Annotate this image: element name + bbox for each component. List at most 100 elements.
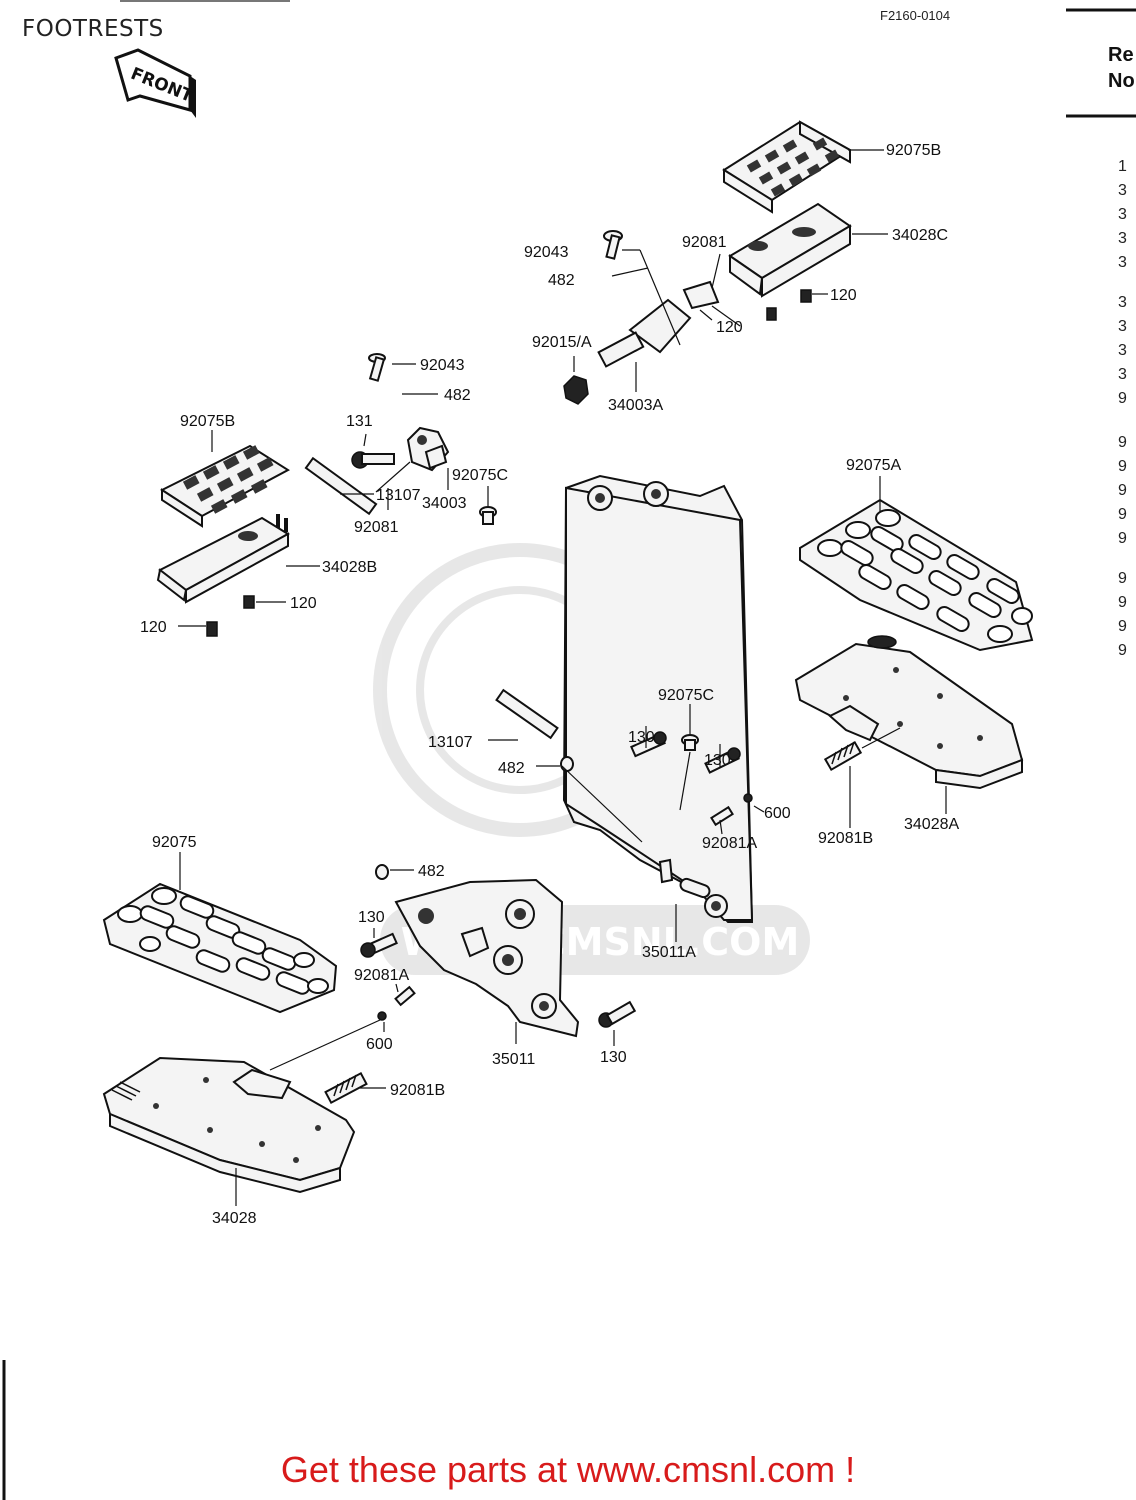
bolt-120-top-a <box>800 289 812 303</box>
callout-131: 131 <box>346 413 373 430</box>
cmsnl-parts-link[interactable]: Get these parts at www.cmsnl.com ! <box>280 1449 856 1490</box>
ref-no-row: 3 <box>1118 294 1127 311</box>
callout-92081A-left: 92081A <box>354 967 409 984</box>
front-arrow-icon: FRONT <box>114 48 196 118</box>
bolt-130-left-b <box>598 1000 637 1028</box>
callout-92075B-top: 92075B <box>886 142 941 159</box>
callout-34003: 34003 <box>422 495 467 512</box>
ref-no-row: 3 <box>1118 318 1127 335</box>
ref-no-row: 3 <box>1118 366 1127 383</box>
bolt-131 <box>351 451 395 469</box>
callout-130-d: 130 <box>600 1049 627 1066</box>
callout-92043-top: 92043 <box>524 244 569 261</box>
bracket-35011A <box>562 474 754 923</box>
pin-92043-top <box>603 230 623 260</box>
callout-92081-mid: 92081 <box>354 519 399 536</box>
ref-no-row: 9 <box>1118 482 1127 499</box>
callout-130-a: 130 <box>628 729 655 746</box>
callout-34003A: 34003A <box>608 397 663 414</box>
floorboard-34028 <box>102 1056 356 1194</box>
callout-120-c: 120 <box>290 595 317 612</box>
pin-600-left <box>377 1011 387 1021</box>
pin-92043-mid <box>368 353 386 382</box>
washer-482-right <box>560 756 574 772</box>
callout-120-b: 120 <box>716 319 743 336</box>
callout-130-b: 130 <box>704 752 731 769</box>
callout-35011: 35011 <box>492 1051 535 1068</box>
callout-600-right: 600 <box>764 805 791 822</box>
ref-no-row: 3 <box>1118 254 1127 271</box>
ref-no-row: 9 <box>1118 618 1127 635</box>
callout-92081-top: 92081 <box>682 234 727 251</box>
callout-34028B: 34028B <box>322 559 377 576</box>
spring-92081A-left <box>394 985 416 1007</box>
callout-482-right: 482 <box>498 760 525 777</box>
ref-no-row: 9 <box>1118 390 1127 407</box>
bracket-34003 <box>406 426 450 472</box>
callout-92015A: 92015/A <box>532 334 592 351</box>
callout-92075A: 92075A <box>846 457 901 474</box>
pin-600-right <box>743 793 753 803</box>
figure-code: F2160-0104 <box>880 8 951 23</box>
ref-no-row: 9 <box>1118 458 1127 475</box>
ref-no-row: 9 <box>1118 434 1127 451</box>
callout-92075: 92075 <box>152 834 197 851</box>
cap-92075C-right <box>681 734 699 751</box>
callout-92075C-right: 92075C <box>658 687 714 704</box>
callout-92081A-right: 92081A <box>702 835 757 852</box>
rubber-pad-92075B-top <box>722 120 852 214</box>
ref-no-row: 3 <box>1118 182 1127 199</box>
ref-no-row: 3 <box>1118 342 1127 359</box>
callout-13107-right: 13107 <box>428 734 473 751</box>
callout-482-left: 482 <box>418 863 445 880</box>
callout-92075C-left: 92075C <box>452 467 508 484</box>
callout-120-d: 120 <box>140 619 167 636</box>
ref-no-row: 9 <box>1118 530 1127 547</box>
bolt-130-left-a <box>360 932 398 958</box>
spring-92081A-right <box>710 805 734 827</box>
ref-no-row: 3 <box>1118 206 1127 223</box>
bolt-130-right-b <box>704 747 741 774</box>
ref-no-row: 1 <box>1118 158 1127 175</box>
bracket-35011 <box>394 878 580 1038</box>
pin-13107-right <box>495 688 559 740</box>
callout-92043-mid: 92043 <box>420 357 465 374</box>
ref-no-column-header: Re No <box>1108 42 1135 94</box>
ref-no-row: 9 <box>1118 570 1127 587</box>
floorboard-pad-92075A <box>799 498 1034 652</box>
callout-130-c: 130 <box>358 909 385 926</box>
callout-92075B-left: 92075B <box>180 413 235 430</box>
nut-92015A <box>563 375 589 405</box>
cap-92075C-left <box>479 506 497 525</box>
bolt-120-left-a <box>243 595 255 609</box>
bolt-120-left-b <box>206 621 218 637</box>
washer-482-left <box>375 864 389 880</box>
ref-no-row: 3 <box>1118 230 1127 247</box>
spring-92081B-right <box>823 740 863 772</box>
callout-13107-left: 13107 <box>376 487 421 504</box>
spring-92081B-left <box>324 1071 368 1105</box>
bracket-34003A <box>597 280 720 368</box>
callout-482-top: 482 <box>548 272 575 289</box>
callout-35011A: 35011A <box>642 944 696 961</box>
bolt-130-right-a <box>630 731 667 758</box>
callout-482-mid: 482 <box>444 387 471 404</box>
rubber-pad-92075B-left <box>159 444 290 528</box>
part-callouts: 92075B 34028C 92043 92081 482 120 120 92… <box>140 142 959 1227</box>
pin-13107-left <box>304 456 378 516</box>
callout-120-a: 120 <box>830 287 857 304</box>
callout-600-left: 600 <box>366 1036 393 1053</box>
callout-34028C: 34028C <box>892 227 948 244</box>
callout-92081B-right: 92081B <box>818 830 873 847</box>
step-34028C <box>728 202 852 298</box>
bolt-120-top-b <box>766 307 777 321</box>
floorboard-34028A <box>794 635 1024 790</box>
callout-34028A: 34028A <box>904 816 959 833</box>
ref-no-row: 9 <box>1118 594 1127 611</box>
ref-header-line2: No <box>1108 70 1135 92</box>
page-title: FOOTRESTS <box>22 16 164 42</box>
callout-34028: 34028 <box>212 1210 257 1227</box>
callout-92081B-left: 92081B <box>390 1082 445 1099</box>
floorboard-pad-92075 <box>102 882 338 1014</box>
